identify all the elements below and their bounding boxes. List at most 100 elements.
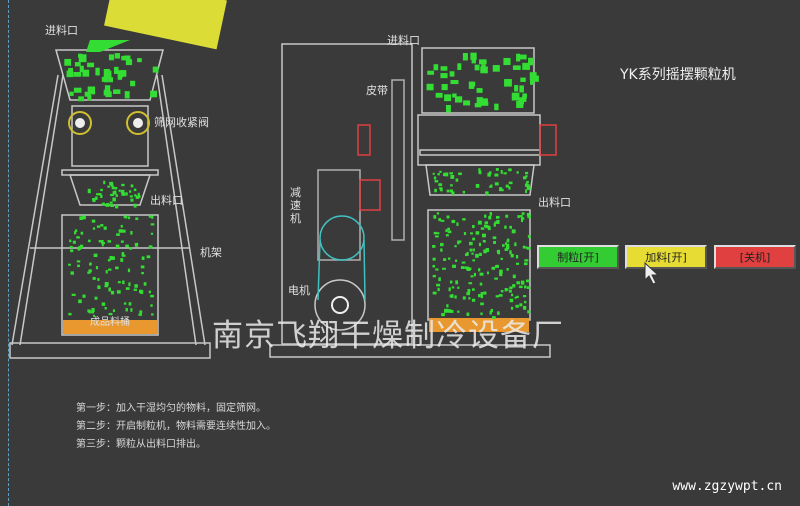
granule xyxy=(505,245,510,250)
granule xyxy=(472,248,475,252)
granule xyxy=(446,308,449,312)
granule xyxy=(123,215,126,219)
granule xyxy=(466,251,469,256)
granule xyxy=(91,219,96,223)
granule xyxy=(110,183,114,187)
granulate-on-button[interactable]: 制粒[开] xyxy=(537,245,619,269)
granule xyxy=(100,188,103,192)
granule xyxy=(525,279,529,283)
granule xyxy=(449,294,452,298)
granule xyxy=(529,77,535,85)
granule xyxy=(120,240,124,243)
granule xyxy=(508,181,513,185)
granule xyxy=(68,68,74,74)
granule xyxy=(493,240,496,244)
granule xyxy=(521,217,525,220)
step-1: 第一步：加入干湿均匀的物料，固定筛网。 xyxy=(76,403,266,414)
granule xyxy=(492,236,497,240)
granule xyxy=(444,94,452,102)
granule xyxy=(95,196,98,200)
granule xyxy=(92,227,96,230)
granule xyxy=(78,299,82,304)
granule xyxy=(499,269,503,274)
granule xyxy=(110,290,115,295)
granule xyxy=(91,311,94,314)
granule xyxy=(463,232,467,236)
granule xyxy=(505,214,509,218)
granule xyxy=(526,246,531,250)
granule xyxy=(472,237,475,241)
granule xyxy=(494,221,498,224)
granule xyxy=(117,71,123,80)
granule xyxy=(73,71,82,77)
granule xyxy=(461,261,465,264)
granule xyxy=(450,174,455,179)
granule xyxy=(112,309,116,313)
granule xyxy=(79,244,84,249)
granule xyxy=(107,240,112,243)
granule xyxy=(480,294,484,299)
granule xyxy=(484,221,488,225)
label-bucket: 成品料桶 xyxy=(90,317,130,328)
granule xyxy=(472,259,476,262)
granule xyxy=(71,293,76,296)
granule xyxy=(101,76,109,82)
granule xyxy=(525,246,528,249)
shutdown-button[interactable]: [关机] xyxy=(714,245,796,269)
granule xyxy=(101,242,106,245)
granule xyxy=(483,291,487,295)
granule xyxy=(135,195,140,199)
granule xyxy=(487,172,491,177)
granule xyxy=(115,194,118,197)
granule xyxy=(80,231,84,235)
granule xyxy=(141,271,144,275)
granule xyxy=(443,173,446,177)
granule xyxy=(485,191,489,196)
label-motor: 电机 xyxy=(288,284,310,297)
granule xyxy=(110,193,114,197)
feed-on-button[interactable]: 加料[开] xyxy=(625,245,707,269)
granule xyxy=(486,271,489,275)
granule xyxy=(79,65,84,73)
granule xyxy=(150,232,154,235)
granule xyxy=(489,310,492,315)
granule xyxy=(452,93,457,98)
granule xyxy=(447,230,452,234)
granule xyxy=(480,292,484,295)
granule xyxy=(498,188,502,192)
granule xyxy=(527,215,532,219)
granule xyxy=(133,203,137,208)
granule xyxy=(466,292,470,296)
granule xyxy=(478,170,482,175)
material-stream xyxy=(86,40,130,52)
granule xyxy=(138,313,142,316)
granule xyxy=(479,272,484,276)
granule xyxy=(454,295,457,299)
granule xyxy=(105,91,112,98)
granule xyxy=(504,79,512,87)
granules xyxy=(64,52,539,319)
label-valve: 筛网收紧阀 xyxy=(154,116,209,129)
granule xyxy=(489,212,492,216)
granule xyxy=(484,214,487,218)
drive-parts xyxy=(357,124,557,211)
granule xyxy=(109,255,113,260)
granule xyxy=(509,298,514,303)
granule xyxy=(124,215,128,219)
label-reducer: 减速机 xyxy=(290,186,301,225)
granule xyxy=(439,170,442,173)
granule xyxy=(493,223,496,227)
granule xyxy=(432,245,436,248)
granule xyxy=(120,224,123,228)
granule xyxy=(129,195,133,198)
granule xyxy=(443,308,448,313)
granule xyxy=(100,224,104,227)
granule xyxy=(508,289,512,293)
granule xyxy=(504,225,507,229)
granule xyxy=(125,307,128,312)
granule xyxy=(511,229,516,234)
granule xyxy=(476,88,483,93)
granule xyxy=(449,172,453,175)
granule xyxy=(497,311,500,315)
granule xyxy=(82,69,90,77)
